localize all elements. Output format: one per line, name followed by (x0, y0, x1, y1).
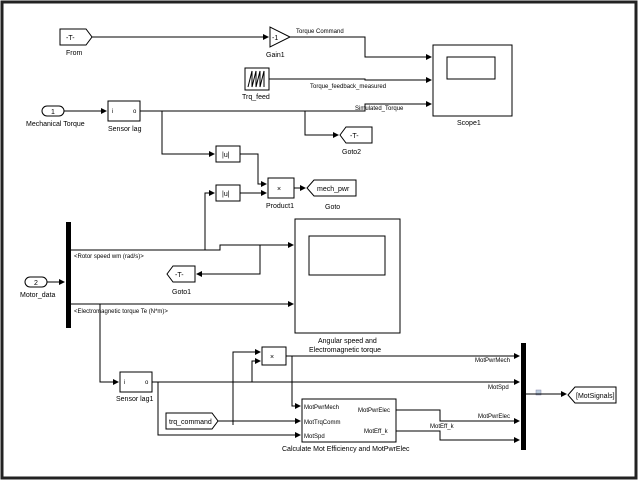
product1-label: × (277, 186, 281, 193)
signal-simulated-torque: Simulated_Torque (355, 106, 404, 112)
sensor-lag1-caption: Sensor lag1 (116, 396, 153, 403)
calc-out-mot-pwr-elec: MotPwrElec (358, 408, 390, 414)
product2-label: × (270, 354, 274, 361)
signal-mot-eff-k: MotEff_k (430, 424, 455, 430)
goto-mech-pwr-label: mech_pwr (317, 186, 350, 193)
signal-em-torque: <Electromagnetic torque Te (N*m)> (74, 309, 168, 315)
signal-rotor-speed: <Rotor speed wm (rad/s)> (74, 254, 144, 260)
from-block-label: -T- (66, 35, 75, 42)
goto-mech-pwr-caption: Goto (325, 204, 340, 211)
mot-signals-label: [MotSignals] (576, 393, 615, 400)
product2-block[interactable]: × (261, 346, 287, 366)
wire-speed-goto1 (196, 245, 261, 277)
sensor-lag-in: i (112, 109, 113, 115)
goto1-label: -T- (175, 272, 184, 279)
wire-simulated-torque (140, 101, 432, 112)
angular-scope-caption-1: Angular speed and (318, 338, 377, 345)
bus-output-port (535, 389, 542, 396)
bus-selector-1[interactable] (66, 222, 71, 328)
abs2-block[interactable]: |u| (215, 184, 241, 202)
wire-to-abs1 (161, 111, 215, 157)
wire-rotor-speed (71, 242, 294, 251)
wire-product2-upper (232, 349, 261, 425)
sensor-lag1-in: i (124, 380, 125, 386)
wire-torque-command (290, 36, 432, 60)
sensor-lag1-block[interactable]: i o Sensor lag1 (116, 371, 153, 403)
from-block-caption: From (66, 50, 83, 57)
from-block[interactable]: -T- From (59, 28, 93, 57)
abs2-label: |u| (222, 191, 230, 198)
abs1-label: |u| (222, 152, 230, 159)
calc-in-mot-pwr-mech: MotPwrMech (304, 405, 339, 411)
wire-spd-product2 (251, 358, 261, 382)
calc-in-mot-trq-comm: MotTrqComm (304, 420, 340, 426)
goto1-caption: Goto1 (172, 289, 191, 296)
signal-mot-pwr-mech: MotPwrMech (475, 358, 510, 364)
signal-mot-spd: MotSpd (488, 385, 509, 391)
calc-caption: Calculate Mot Efficiency and MotPwrElec (282, 446, 410, 453)
wire-abs1-product (240, 153, 267, 187)
mot-signals-goto[interactable]: [MotSignals] (567, 386, 617, 404)
gain1-label: -1 (272, 35, 278, 42)
angular-speed-scope-block[interactable]: Angular speed and Electromagnetic torque (294, 218, 401, 354)
sensor-lag-out: o (133, 109, 137, 115)
motor-data-number: 2 (34, 280, 38, 287)
mechanical-torque-caption: Mechanical Torque (26, 121, 85, 128)
goto2-caption: Goto2 (342, 149, 361, 156)
signal-mot-pwr-elec: MotPwrElec (478, 414, 510, 420)
goto-mech-pwr-block[interactable]: mech_pwr Goto (306, 179, 357, 211)
wire-torque-feedback (269, 77, 432, 83)
abs1-block[interactable]: |u| (215, 145, 241, 163)
wire-mot-eff-k (396, 430, 520, 443)
calc-in-mot-spd: MotSpd (304, 434, 325, 440)
gain1-block[interactable]: -1 Gain1 (266, 26, 292, 59)
calc-efficiency-subsystem[interactable]: MotPwrMech MotTrqComm MotSpd MotPwrElec … (282, 398, 410, 453)
trq-command-block[interactable]: trq_command (165, 412, 219, 430)
signal-torque-feedback: Torque_feedback_measured (310, 84, 386, 90)
mechanical-torque-number: 1 (51, 109, 55, 116)
wire-to-goto2 (304, 111, 339, 138)
motor-data-inport[interactable]: 2 Motor_data (20, 276, 56, 299)
sensor-lag-block[interactable]: i o Sensor lag (107, 100, 142, 133)
trq-feed-block[interactable]: Trq_feed (242, 67, 270, 101)
product1-caption: Product1 (266, 203, 294, 210)
sensor-lag1-out: o (145, 380, 149, 386)
gain1-caption: Gain1 (266, 52, 285, 59)
scope1-caption: Scope1 (457, 120, 481, 127)
goto2-label: -T- (350, 133, 359, 140)
angular-scope-caption-2: Electromagnetic torque (309, 347, 381, 354)
goto2-block[interactable]: -T- Goto2 (339, 126, 373, 156)
trq-command-label: trq_command (169, 419, 212, 426)
calc-out-mot-eff-k: MotEff_k (364, 429, 389, 435)
wire-em-sensorlag1 (99, 304, 119, 385)
product1-block[interactable]: × Product1 (266, 177, 295, 210)
wire-mot-pwr-elec (396, 409, 520, 424)
motor-data-caption: Motor_data (20, 292, 56, 299)
signal-torque-command: Torque Command (296, 29, 344, 35)
wire-pwr-mech-calc (291, 356, 301, 409)
wire-speed-abs2 (204, 190, 215, 250)
goto1-block[interactable]: -T- Goto1 (166, 265, 196, 296)
sensor-lag-caption: Sensor lag (108, 126, 142, 133)
scope1-block[interactable]: Scope1 (432, 44, 513, 127)
bus-creator-2[interactable] (521, 343, 526, 450)
wire-spd-calc (157, 382, 301, 438)
trq-feed-caption: Trq_feed (242, 94, 270, 101)
